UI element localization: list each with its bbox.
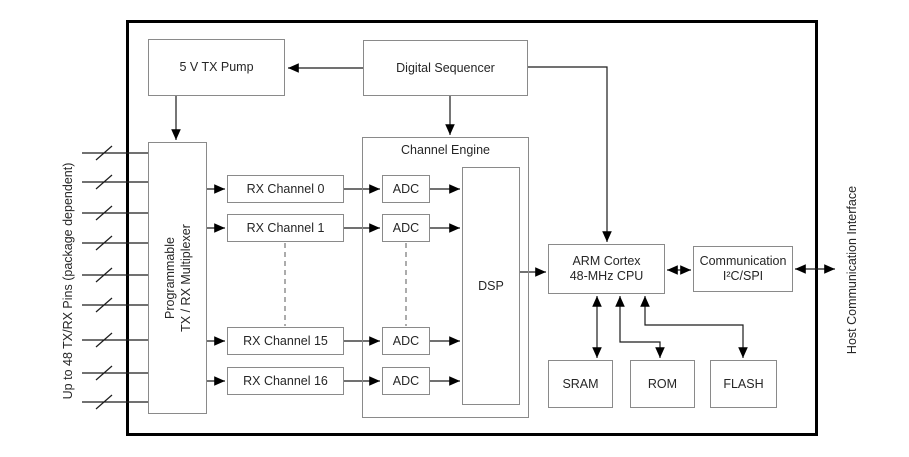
pin-lines (82, 145, 148, 410)
dsp-label: DSP (478, 278, 504, 293)
flash-label: FLASH (723, 376, 764, 391)
adc-16-label: ADC (392, 373, 420, 388)
rx-channel-15-label: RX Channel 15 (243, 333, 328, 348)
block-dsp: DSP (462, 167, 520, 405)
block-digital-sequencer: Digital Sequencer (363, 40, 528, 96)
host-interface-label: Host Communication Interface (845, 185, 859, 355)
wire-cpu-rom (615, 296, 665, 358)
rom-label: ROM (647, 376, 678, 391)
block-adc-1: ADC (382, 214, 430, 242)
block-rx-channel-16: RX Channel 16 (227, 367, 344, 395)
channel-engine-label: Channel Engine (401, 143, 490, 157)
block-adc-0: ADC (382, 175, 430, 203)
block-rom: ROM (630, 360, 695, 408)
wire-cpu-flash (640, 296, 748, 358)
block-cpu: ARM Cortex 48-MHz CPU (548, 244, 665, 294)
cpu-label: ARM Cortex 48-MHz CPU (569, 254, 644, 283)
block-adc-16: ADC (382, 367, 430, 395)
rx-channel-16-label: RX Channel 16 (243, 373, 328, 388)
adc-1-label: ADC (392, 220, 420, 235)
adc-15-label: ADC (392, 333, 420, 348)
block-tx-pump: 5 V TX Pump (148, 39, 285, 96)
adc-0-label: ADC (392, 181, 420, 196)
rx-channel-1-label: RX Channel 1 (246, 220, 325, 235)
block-rx-channel-1: RX Channel 1 (227, 214, 344, 242)
block-rx-channel-15: RX Channel 15 (227, 327, 344, 355)
multiplexer-label: Programmable TX / RX Multiplexer (162, 224, 193, 332)
pins-axis-label: Up to 48 TX/RX Pins (package dependent) (61, 162, 75, 400)
block-flash: FLASH (710, 360, 777, 408)
block-channel-engine: Channel Engine (362, 137, 529, 418)
tx-pump-label: 5 V TX Pump (179, 60, 254, 74)
communication-label: Communication I²C/SPI (699, 254, 787, 283)
chip-boundary (126, 20, 818, 436)
block-communication: Communication I²C/SPI (693, 246, 793, 292)
rx-channel-0-label: RX Channel 0 (246, 181, 325, 196)
block-adc-15: ADC (382, 327, 430, 355)
block-rx-channel-0: RX Channel 0 (227, 175, 344, 203)
sram-label: SRAM (562, 376, 599, 391)
wire-sequencer-to-cpu (528, 66, 612, 242)
block-multiplexer (148, 142, 207, 414)
block-sram: SRAM (548, 360, 613, 408)
digital-sequencer-label: Digital Sequencer (396, 60, 495, 75)
